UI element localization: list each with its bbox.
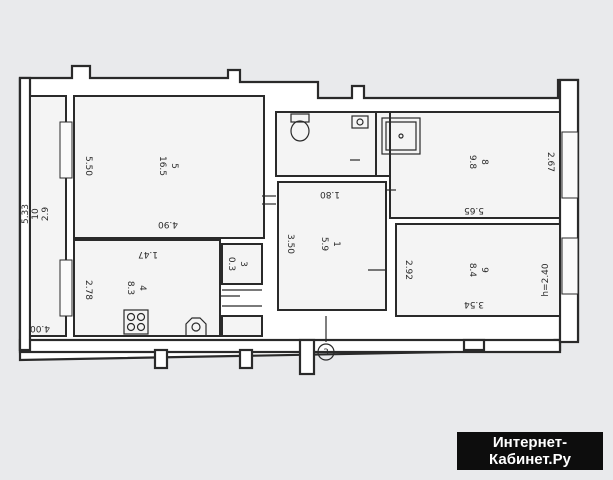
- dim-2-78: 2.78: [83, 280, 93, 300]
- room-3-number: 3: [238, 261, 248, 267]
- dim-1-80: 1.80: [320, 189, 340, 199]
- toilet-fixture: [290, 113, 310, 142]
- axis-marker-label: 3: [323, 348, 329, 358]
- room-closet: [221, 315, 263, 337]
- room-4-number: 4: [137, 285, 147, 291]
- axis-marker-3: 3: [317, 316, 335, 361]
- dim-4-00: 4.00: [30, 323, 50, 333]
- dim-5-33: 5.33: [21, 204, 31, 224]
- sink-kitchen-fixture: [185, 317, 207, 336]
- window-right-top: [561, 131, 579, 199]
- room-1: [277, 181, 387, 311]
- room-5-number: 5: [169, 163, 179, 169]
- sink-fixture: [351, 115, 369, 129]
- window-left-bottom: [59, 259, 73, 317]
- room-9-area: 8.4: [467, 263, 477, 278]
- dim-h-2-40: h=2.40: [541, 263, 551, 297]
- room-3-area: 0.3: [226, 257, 236, 271]
- dim-5-65: 5.65: [464, 205, 484, 215]
- dim-4-90: 4.90: [158, 219, 178, 229]
- room-8: [389, 111, 561, 219]
- dim-5-50: 5.50: [83, 156, 93, 176]
- window-left-top: [59, 121, 73, 179]
- dim-1-47: 1.47: [138, 249, 158, 259]
- room-1-area: 5.9: [319, 237, 329, 252]
- window-right-bottom: [561, 237, 579, 295]
- dim-2-9: 2.9: [41, 207, 51, 222]
- watermark-badge: Интернет- Кабинет.Ру: [457, 432, 603, 470]
- door-marks: [220, 159, 396, 307]
- watermark-line-2: Кабинет.Ру: [489, 451, 571, 468]
- room-8-area: 9.8: [467, 155, 477, 170]
- room-9-number: 9: [479, 267, 489, 273]
- room-3: [221, 243, 263, 285]
- room-1-number: 1: [331, 241, 341, 247]
- dim-2-92: 2.92: [403, 260, 413, 280]
- shower-fixture: [381, 117, 421, 155]
- dim-3-50: 3.50: [285, 234, 295, 254]
- dim-10: 10: [31, 208, 41, 220]
- room-4-area: 8.3: [125, 281, 135, 295]
- room-4: [73, 239, 221, 337]
- room-5-area: 16.5: [157, 156, 167, 176]
- dim-2-67: 2.67: [545, 152, 555, 172]
- room-9: [395, 223, 561, 317]
- dim-3-54: 3.54: [464, 299, 484, 309]
- room-8-number: 8: [479, 159, 489, 165]
- watermark-line-1: Интернет-: [492, 434, 568, 451]
- stove-fixture: [123, 309, 149, 335]
- room-5: [73, 95, 265, 239]
